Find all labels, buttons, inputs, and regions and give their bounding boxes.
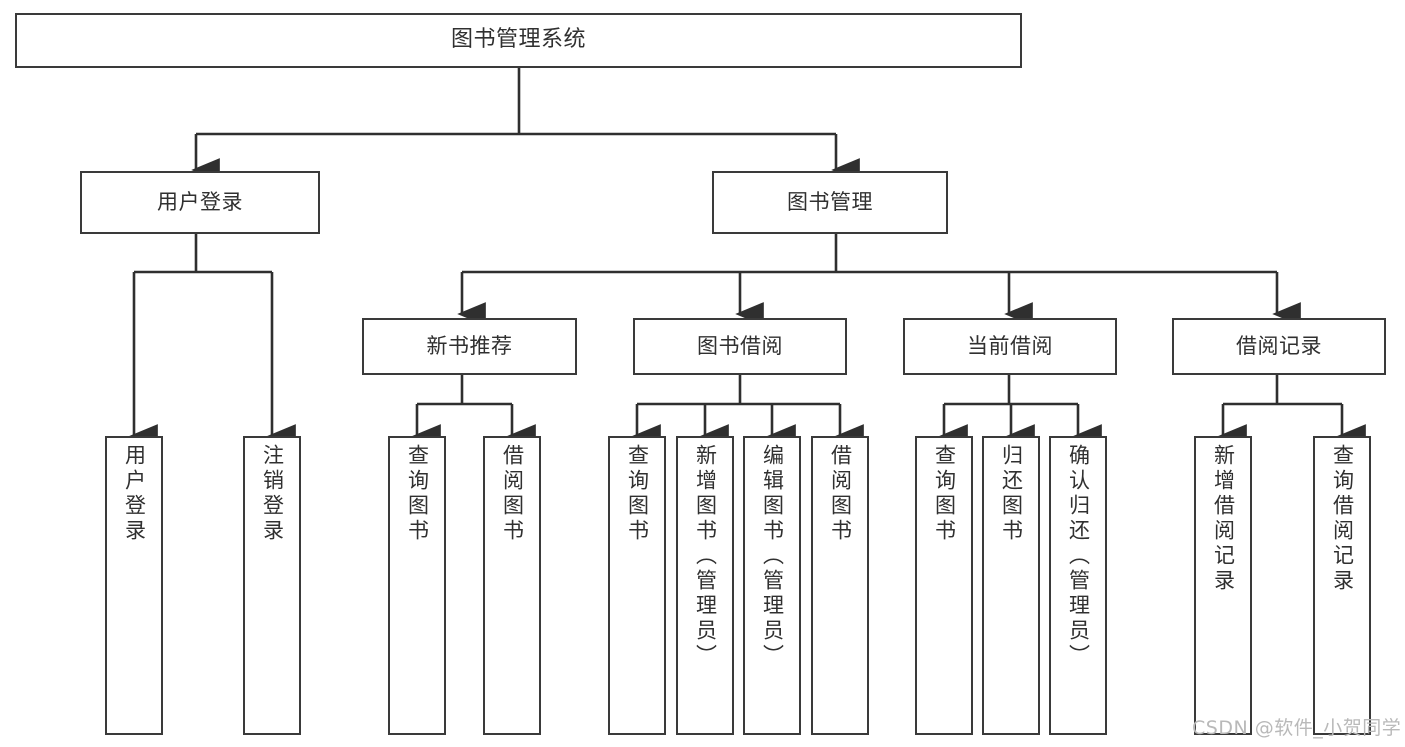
node-leaf-return-book[interactable]: 归还图书 — [982, 436, 1040, 735]
node-leaf-return-book-label: 归还图书 — [999, 444, 1024, 544]
node-leaf-borrow-book-1-label: 借阅图书 — [500, 444, 525, 544]
node-book-manage[interactable]: 图书管理 — [712, 171, 948, 234]
node-book-manage-label: 图书管理 — [787, 189, 873, 214]
node-current-borrow-label: 当前借阅 — [967, 333, 1053, 358]
node-leaf-query-book-2-label: 查询图书 — [625, 444, 650, 544]
node-borrow-record[interactable]: 借阅记录 — [1172, 318, 1386, 375]
node-leaf-logout-label: 注销登录 — [260, 444, 285, 544]
node-leaf-user-login-label: 用户登录 — [122, 444, 147, 544]
node-leaf-add-book-label: 新增图书（管理员） — [693, 444, 718, 669]
node-leaf-query-record[interactable]: 查询借阅记录 — [1313, 436, 1371, 735]
node-current-borrow[interactable]: 当前借阅 — [903, 318, 1117, 375]
node-leaf-add-record[interactable]: 新增借阅记录 — [1194, 436, 1252, 735]
node-root-label: 图书管理系统 — [450, 27, 586, 53]
node-leaf-edit-book[interactable]: 编辑图书（管理员） — [743, 436, 801, 735]
node-leaf-query-book-1-label: 查询图书 — [405, 444, 430, 544]
node-book-borrow-label: 图书借阅 — [697, 333, 783, 358]
node-leaf-edit-book-label: 编辑图书（管理员） — [760, 444, 785, 669]
node-leaf-query-book-2[interactable]: 查询图书 — [608, 436, 666, 735]
node-leaf-user-login[interactable]: 用户登录 — [105, 436, 163, 735]
node-leaf-borrow-book-2[interactable]: 借阅图书 — [811, 436, 869, 735]
node-leaf-logout[interactable]: 注销登录 — [243, 436, 301, 735]
node-root[interactable]: 图书管理系统 — [15, 13, 1022, 68]
node-user-login[interactable]: 用户登录 — [80, 171, 320, 234]
node-leaf-query-book-3-label: 查询图书 — [932, 444, 957, 544]
node-leaf-add-record-label: 新增借阅记录 — [1211, 444, 1236, 594]
node-leaf-confirm-return[interactable]: 确认归还（管理员） — [1049, 436, 1107, 735]
node-leaf-borrow-book-2-label: 借阅图书 — [828, 444, 853, 544]
node-leaf-query-book-3[interactable]: 查询图书 — [915, 436, 973, 735]
node-new-book-recommend[interactable]: 新书推荐 — [362, 318, 577, 375]
node-leaf-query-record-label: 查询借阅记录 — [1330, 444, 1355, 594]
node-leaf-add-book[interactable]: 新增图书（管理员） — [676, 436, 734, 735]
node-new-book-recommend-label: 新书推荐 — [426, 333, 513, 358]
node-book-borrow[interactable]: 图书借阅 — [633, 318, 847, 375]
node-leaf-borrow-book-1[interactable]: 借阅图书 — [483, 436, 541, 735]
node-leaf-query-book-1[interactable]: 查询图书 — [388, 436, 446, 735]
node-borrow-record-label: 借阅记录 — [1236, 333, 1322, 358]
node-user-login-label: 用户登录 — [157, 189, 243, 214]
node-leaf-confirm-return-label: 确认归还（管理员） — [1066, 444, 1091, 669]
